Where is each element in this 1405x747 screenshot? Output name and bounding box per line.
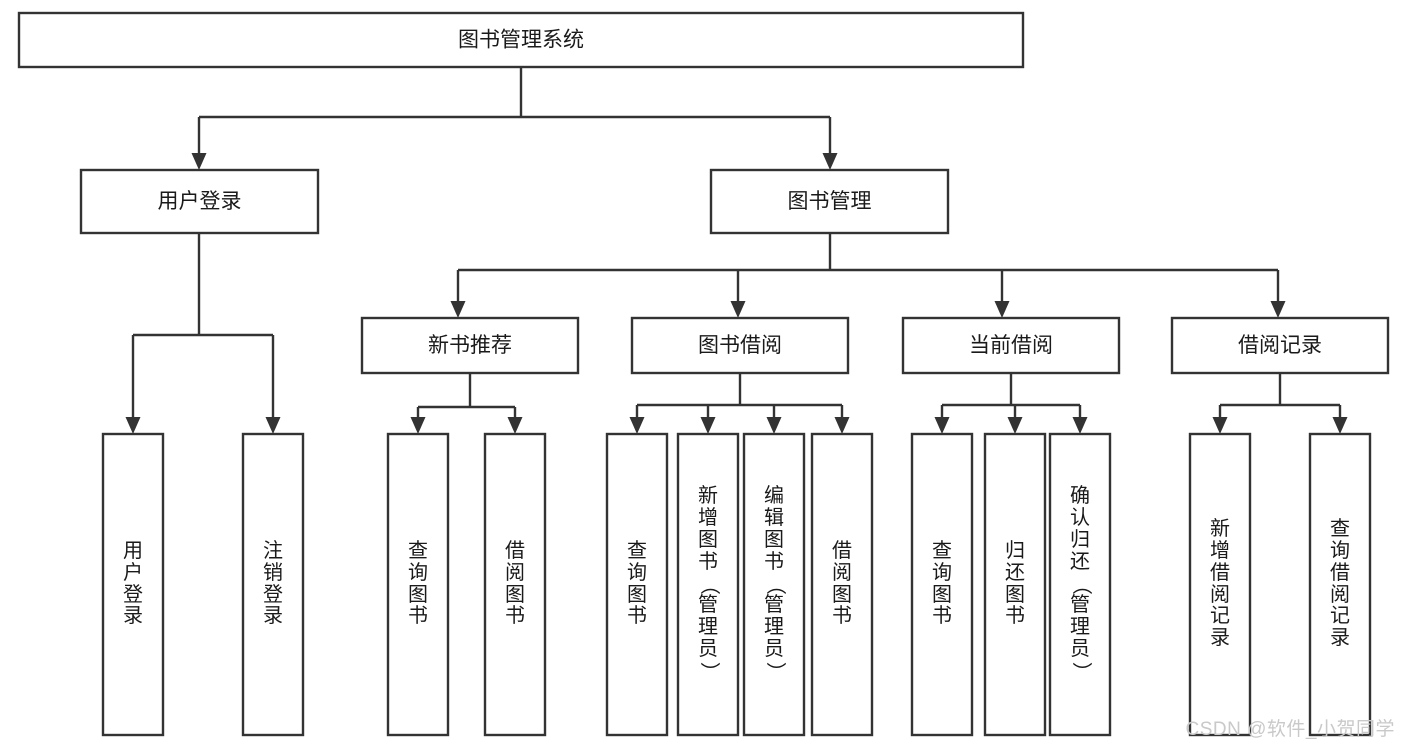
- boxes-layer: [17, 11, 1390, 737]
- watermark: CSDN @软件_小贺同学: [1185, 719, 1395, 740]
- node-leaf-user-login[interactable]: [101, 432, 165, 737]
- label-user-login: 用户登录: [158, 190, 242, 213]
- arrow-head-icon: [1332, 417, 1348, 434]
- node-leaf-query-book-rec[interactable]: [386, 432, 450, 737]
- node-new-book-recommend[interactable]: [360, 316, 580, 375]
- arrow-head-icon: [834, 417, 850, 434]
- node-book-borrow[interactable]: [630, 316, 850, 375]
- arrow-head-icon: [265, 417, 281, 434]
- arrow-head-icon: [700, 417, 716, 434]
- arrow-head-icon: [1212, 417, 1228, 434]
- arrow-head-icon: [766, 417, 782, 434]
- arrow-head-icon: [1007, 417, 1023, 434]
- node-book-manage[interactable]: [709, 168, 950, 235]
- node-leaf-query-book-borrow[interactable]: [605, 432, 669, 737]
- label-current-borrow: 当前借阅: [969, 334, 1053, 357]
- node-borrow-record[interactable]: [1170, 316, 1390, 375]
- arrow-head-icon: [629, 417, 645, 434]
- node-leaf-query-book-current[interactable]: [910, 432, 974, 737]
- node-root-root[interactable]: [17, 11, 1025, 69]
- label-book-manage: 图书管理: [788, 190, 872, 213]
- arrow-head-icon: [994, 301, 1010, 318]
- label-root: 图书管理系统: [458, 29, 584, 52]
- label-book-borrow: 图书借阅: [698, 334, 782, 357]
- node-leaf-query-borrow-record[interactable]: [1308, 432, 1372, 737]
- arrow-head-icon: [1072, 417, 1088, 434]
- node-user-login[interactable]: [79, 168, 320, 235]
- node-leaf-return-book[interactable]: [983, 432, 1047, 737]
- label-borrow-record: 借阅记录: [1238, 334, 1322, 357]
- label-new-book-recommend: 新书推荐: [428, 334, 512, 357]
- arrow-head-icon: [822, 153, 838, 170]
- node-leaf-edit-book-admin[interactable]: [742, 432, 806, 737]
- node-leaf-confirm-return-admin[interactable]: [1048, 432, 1112, 737]
- node-leaf-user-logout[interactable]: [241, 432, 305, 737]
- node-leaf-borrow-book-rec[interactable]: [483, 432, 547, 737]
- arrow-head-icon: [507, 417, 523, 434]
- node-leaf-add-borrow-record[interactable]: [1188, 432, 1252, 737]
- arrow-head-icon: [730, 301, 746, 318]
- node-current-borrow[interactable]: [901, 316, 1121, 375]
- node-leaf-add-book-admin[interactable]: [676, 432, 740, 737]
- arrow-head-icon: [934, 417, 950, 434]
- arrow-head-icon: [450, 301, 466, 318]
- node-leaf-borrow-book[interactable]: [810, 432, 874, 737]
- arrow-head-icon: [410, 417, 426, 434]
- connectors-layer: [125, 67, 1348, 434]
- arrow-head-icon: [1270, 301, 1286, 318]
- arrow-head-icon: [125, 417, 141, 434]
- arrow-head-icon: [191, 153, 207, 170]
